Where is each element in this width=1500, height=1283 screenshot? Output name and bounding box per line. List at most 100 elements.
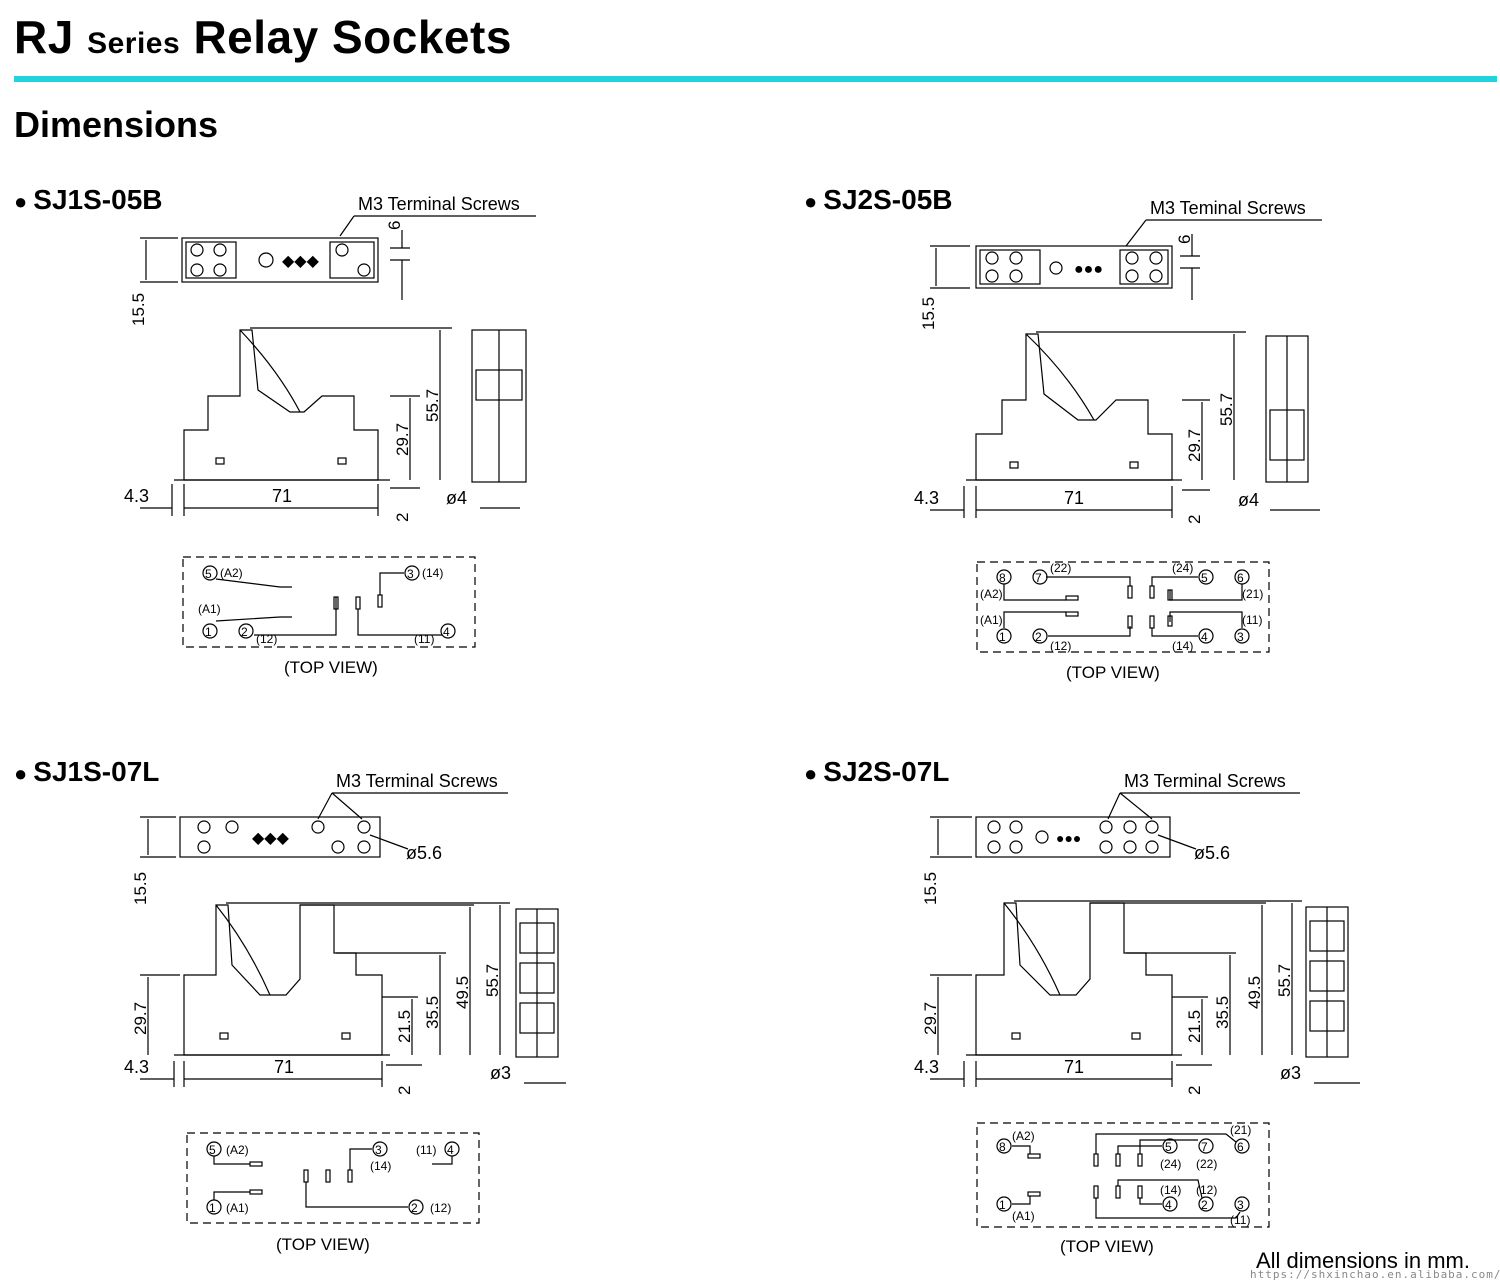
title-rest: Relay Sockets — [193, 11, 512, 63]
terminal-label: 1 — [209, 1201, 216, 1215]
model-heading-4: ●SJ2S-07L — [804, 756, 949, 788]
dim-hole: ø3 — [490, 1063, 511, 1083]
screw-label: M3 Terminal Screws — [1124, 771, 1286, 791]
terminal-tag: (A1) — [226, 1201, 249, 1215]
top-view-label: (TOP VIEW) — [276, 1235, 370, 1254]
terminal-label: 2 — [241, 625, 248, 639]
socket-top-view — [181, 237, 379, 283]
terminal-tag: (24) — [1160, 1157, 1181, 1171]
terminal-label: 2 — [1201, 1198, 1208, 1212]
dim-hole: ø4 — [446, 488, 467, 508]
dim-offset: 4.3 — [914, 1057, 939, 1077]
terminal-label: 1 — [999, 630, 1006, 644]
terminal-tag: (A1) — [980, 613, 1003, 627]
drawing-sj1s-05b: M3 Terminal Screws ◆◆◆ 6 15.5 55.7 29.7 … — [124, 194, 536, 522]
terminal-tag: (22) — [1050, 561, 1071, 575]
dim-base-gap: 2 — [1185, 515, 1204, 524]
svg-text:◆◆◆: ◆◆◆ — [252, 830, 290, 847]
dim-hole-large: ø5.6 — [406, 843, 442, 863]
dim-length: 71 — [272, 486, 292, 506]
dim-width: 15.5 — [131, 872, 150, 905]
dim-total-height: 55.7 — [1275, 964, 1294, 997]
terminal-label: 4 — [443, 625, 450, 639]
svg-text:●●●: ●●● — [1074, 261, 1103, 278]
terminal-tag: (11) — [1230, 1213, 1250, 1227]
top-view-outline — [976, 561, 1270, 653]
terminal-label: 8 — [999, 571, 1006, 585]
bullet-icon: ● — [804, 188, 818, 214]
drawing-sj2s-07l: M3 Terminal Screws ●●● ø5.6 15.5 55.7 49… — [914, 771, 1360, 1095]
dim-width: 15.5 — [921, 872, 940, 905]
page-title: RJ Series Relay Sockets — [14, 10, 512, 64]
title-series: Series — [87, 27, 181, 60]
dim-mid-height: 29.7 — [393, 423, 412, 456]
accent-rule — [14, 76, 1497, 82]
dim-height-b: 49.5 — [453, 976, 472, 1009]
dim-hole: ø3 — [1280, 1063, 1301, 1083]
title-main: RJ — [14, 11, 74, 63]
top-view-sj1s-05b: 5 (A2) 3 (14) (A1) 1 2 (12) 4 (11) (TOP … — [182, 556, 476, 677]
terminal-label: 3 — [407, 567, 414, 581]
model-heading-3: ●SJ1S-07L — [14, 756, 159, 788]
terminal-tag: (22) — [1196, 1157, 1217, 1171]
terminal-label: 2 — [411, 1201, 418, 1215]
dim-length: 71 — [274, 1057, 294, 1077]
terminal-tag: (14) — [370, 1159, 391, 1173]
terminal-label: 5 — [205, 567, 212, 581]
dim-total-height: 55.7 — [483, 964, 502, 997]
socket-front-view — [183, 329, 379, 481]
terminal-tag: (24) — [1172, 561, 1193, 575]
dim-mid-height: 29.7 — [131, 1002, 150, 1035]
top-view-label: (TOP VIEW) — [284, 658, 378, 677]
drawing-sj2s-05b: M3 Teminal Screws ●●● 6 15.5 55.7 29.7 2… — [914, 198, 1322, 524]
dim-total-height: 55.7 — [1217, 393, 1236, 426]
top-view-sj1s-07l: 5 (A2) 3 (14) (11) 4 1 (A1) 2 (12) (TOP … — [186, 1132, 480, 1254]
terminal-tag: (A2) — [980, 587, 1003, 601]
terminal-label: 3 — [1237, 630, 1244, 644]
dim-total-height: 55.7 — [423, 389, 442, 422]
terminal-tag: (11) — [414, 632, 434, 646]
terminal-label: 5 — [1201, 571, 1208, 585]
dim-length: 71 — [1064, 1057, 1084, 1077]
section-title: Dimensions — [14, 104, 219, 145]
dim-offset: 4.3 — [124, 486, 149, 506]
dim-height-d: 21.5 — [395, 1010, 414, 1043]
drawing-sj1s-07l: M3 Terminal Screws ◆◆◆ ø5.6 15.5 55.7 49… — [124, 771, 566, 1095]
svg-text:●●●: ●●● — [1056, 830, 1081, 846]
terminal-tag: (12) — [430, 1201, 451, 1215]
dim-mid-height: 29.7 — [1185, 429, 1204, 462]
socket-front-view — [183, 904, 383, 1056]
model-heading-1: ●SJ1S-05B — [14, 184, 162, 216]
terminal-label: 5 — [1165, 1140, 1172, 1154]
terminal-label: 7 — [1035, 571, 1042, 585]
terminal-tag: (A2) — [226, 1143, 249, 1157]
terminal-tag: (21) — [1230, 1123, 1251, 1137]
socket-top-view — [179, 816, 381, 858]
terminal-label: 4 — [1165, 1198, 1172, 1212]
dim-offset: 4.3 — [124, 1057, 149, 1077]
terminal-tag: (A1) — [198, 602, 221, 616]
dim-offset: 4.3 — [914, 488, 939, 508]
terminal-label: 4 — [447, 1143, 454, 1157]
bullet-icon: ● — [14, 188, 28, 214]
terminal-label: 2 — [1035, 630, 1042, 644]
bullet-icon: ● — [804, 760, 818, 786]
dim-hole-large: ø5.6 — [1194, 843, 1230, 863]
dim-base-gap: 2 — [1185, 1086, 1204, 1095]
top-view-sj2s-07l: 8 (A2) 5 7 6 (21) (24) (22) 1 4 2 3 (14)… — [976, 1122, 1270, 1256]
terminal-tag: (A2) — [1012, 1129, 1035, 1143]
dim-width: 15.5 — [919, 297, 938, 330]
svg-text:◆◆◆: ◆◆◆ — [282, 253, 320, 270]
terminal-tag: (11) — [1242, 613, 1262, 627]
terminal-tag: (14) — [1160, 1183, 1181, 1197]
top-view-outline — [182, 556, 476, 648]
dim-base-gap: 2 — [395, 1086, 414, 1095]
terminal-label: 1 — [205, 625, 212, 639]
socket-front-view — [975, 333, 1173, 481]
socket-front-view — [975, 902, 1173, 1056]
screw-label: M3 Teminal Screws — [1150, 198, 1306, 218]
socket-top-view — [975, 816, 1171, 858]
top-view-sj2s-05b: 8 7 (22) (24) 5 6 (A2) (21) (A1) (11) 1 … — [976, 561, 1270, 682]
terminal-label: 6 — [1237, 1140, 1244, 1154]
terminal-label: 3 — [1237, 1198, 1244, 1212]
